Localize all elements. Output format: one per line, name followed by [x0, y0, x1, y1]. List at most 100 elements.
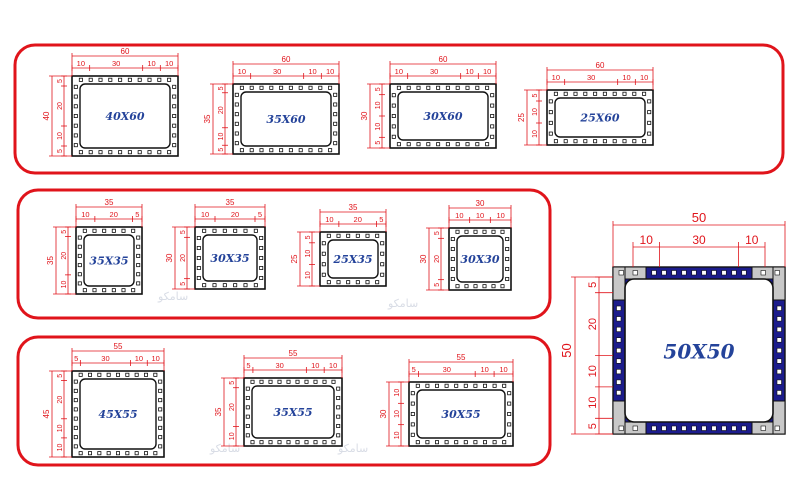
watermark-text: سامکو — [387, 297, 418, 310]
edge-slot — [243, 283, 248, 288]
dimension-height: 40 — [42, 111, 51, 120]
edge-slot — [776, 316, 782, 322]
edge-slot — [415, 440, 420, 445]
edge-slot — [391, 103, 396, 108]
edge-slot — [410, 401, 415, 406]
edge-slot — [346, 280, 351, 285]
edge-slot — [475, 142, 480, 147]
dimension-segment: 5 — [180, 230, 187, 234]
edge-slot — [416, 85, 421, 90]
edge-slot — [234, 92, 239, 97]
dimension-segment: 5 — [375, 141, 382, 145]
edge-slot — [507, 391, 512, 396]
edge-slot — [245, 395, 250, 400]
dimension-height: 35 — [203, 114, 212, 123]
edge-slot — [505, 276, 510, 281]
dimension-segment: 10 — [394, 431, 401, 439]
edge-slot — [167, 77, 172, 82]
profile-label: 30X30 — [460, 253, 499, 266]
dimension-segment: 5 — [229, 381, 236, 385]
edge-slot — [410, 432, 415, 437]
edge-slot — [721, 425, 727, 431]
edge-slot — [333, 121, 338, 126]
edge-slot — [77, 244, 82, 249]
edge-slot — [507, 422, 512, 427]
profile-label: 30X55 — [441, 408, 480, 421]
edge-slot — [380, 272, 385, 277]
edge-slot — [234, 131, 239, 136]
edge-slot — [268, 440, 273, 445]
edge-slot — [681, 425, 687, 431]
edge-slot — [121, 288, 126, 293]
edge-slot — [243, 228, 248, 233]
edge-slot — [318, 85, 323, 90]
edge-slot — [116, 451, 121, 456]
profile-label: 35X60 — [266, 113, 305, 126]
edge-slot — [380, 241, 385, 246]
edge-slot — [234, 112, 239, 117]
edge-slot — [450, 276, 455, 281]
frame-inner-opening — [416, 389, 506, 439]
dimension-width: 60 — [439, 55, 448, 64]
edge-slot — [563, 91, 568, 96]
dimension-segment: 10 — [375, 101, 382, 109]
dimension-segment: 20 — [61, 252, 68, 260]
edge-slot — [731, 270, 737, 276]
edge-slot — [490, 103, 495, 108]
edge-slot — [642, 91, 647, 96]
dimension-width: 30 — [476, 199, 485, 208]
dimension-height: 30 — [419, 254, 428, 263]
dimension-segment: 10 — [311, 361, 319, 370]
edge-slot — [202, 283, 207, 288]
edge-slot — [331, 440, 336, 445]
edge-slot — [333, 141, 338, 146]
edge-slot — [691, 270, 697, 276]
dimension-segment: 5 — [246, 361, 250, 370]
watermark-text: سامکو — [209, 442, 240, 455]
edge-slot — [245, 433, 250, 438]
frame-inner-opening — [79, 378, 157, 450]
edge-slot — [172, 84, 177, 89]
dimension-height: 35 — [214, 407, 223, 416]
edge-slot — [111, 288, 116, 293]
edge-slot — [250, 440, 255, 445]
dimension-segment: 5 — [135, 210, 139, 219]
edge-slot — [365, 280, 370, 285]
dimension-segment: 10 — [394, 410, 401, 418]
frame-inner-opening — [251, 385, 335, 439]
edge-slot — [259, 235, 264, 240]
dimension-segment: 10 — [622, 73, 630, 82]
edge-slot — [616, 347, 622, 354]
edge-slot — [721, 270, 727, 276]
edge-slot — [490, 93, 495, 98]
edge-slot — [490, 124, 495, 129]
edge-slot — [505, 246, 510, 251]
dimension-width: 60 — [282, 55, 291, 64]
dimension-width: 55 — [114, 342, 123, 351]
edge-slot — [259, 379, 264, 384]
edge-slot — [269, 148, 274, 153]
edge-slot — [277, 440, 282, 445]
edge-slot — [632, 139, 637, 144]
frame-inner-opening — [79, 83, 171, 149]
edge-slot — [172, 133, 177, 138]
edge-slot — [73, 407, 78, 412]
edge-slot — [491, 284, 496, 289]
dimension-height: 25 — [290, 254, 299, 263]
edge-slot — [622, 139, 627, 144]
edge-slot — [77, 235, 82, 240]
edge-slot — [222, 228, 227, 233]
edge-slot — [102, 228, 107, 233]
edge-slot — [77, 253, 82, 258]
edge-slot — [632, 425, 638, 431]
dimension-segment: 20 — [354, 215, 362, 224]
edge-slot — [73, 143, 78, 148]
edge-slot — [450, 236, 455, 241]
edge-slot — [158, 398, 163, 403]
edge-slot — [234, 141, 239, 146]
edge-slot — [326, 233, 331, 238]
dimension-segment: 5 — [434, 231, 441, 235]
